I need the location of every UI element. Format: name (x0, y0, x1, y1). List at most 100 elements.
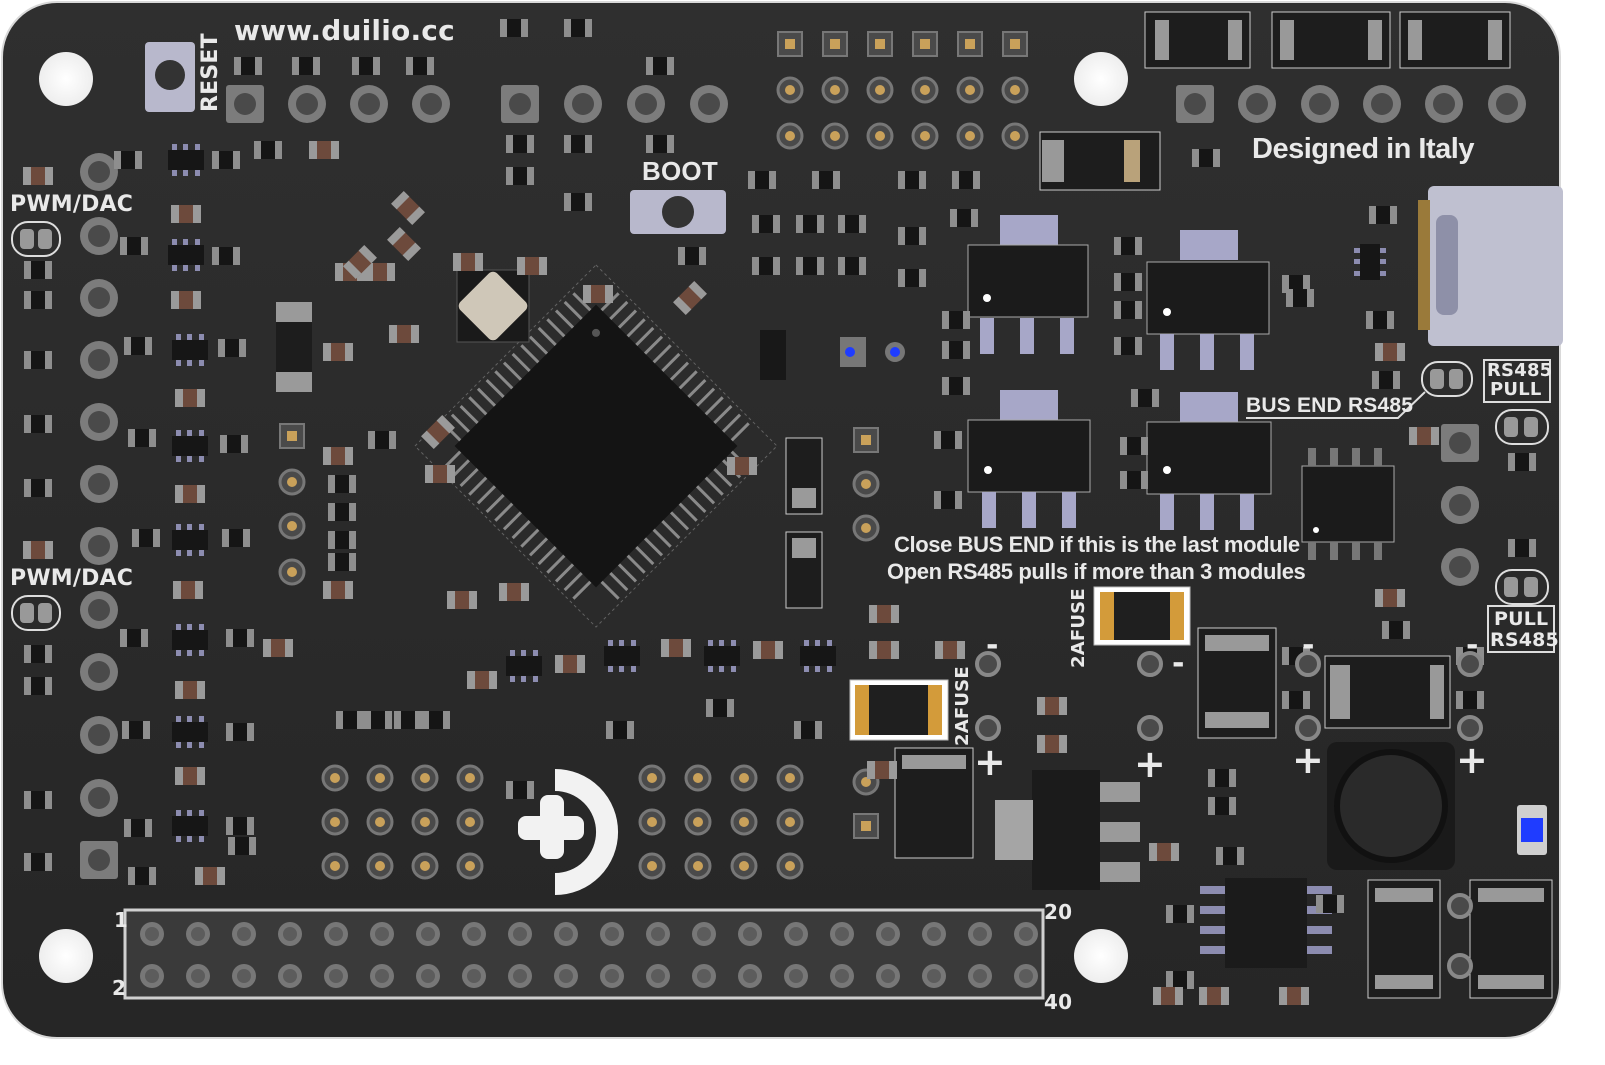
header-pin (968, 922, 992, 946)
small-ic (172, 810, 208, 842)
smd-resistor (23, 541, 53, 559)
smd-resistor (753, 641, 783, 659)
note-line1: Close BUS END if this is the last module (894, 532, 1300, 557)
pin-pad (278, 558, 306, 586)
mcu-pin (600, 580, 620, 600)
smd-resistor (175, 767, 205, 785)
usb-c-connector[interactable] (1418, 186, 1563, 346)
diode (1039, 131, 1161, 191)
terminal-pad (1488, 85, 1526, 123)
pin-pad (852, 514, 880, 542)
smd-resistor (1149, 843, 1179, 861)
jumper-rs485-pull-bottom[interactable] (1495, 569, 1549, 605)
smd-capacitor (506, 135, 534, 153)
mcu-pin (696, 485, 716, 505)
smd-resistor (263, 639, 293, 657)
boot-button[interactable] (630, 190, 726, 234)
pin-pad (776, 808, 804, 836)
mcu-pin (661, 352, 681, 373)
jumper-pwm-dac-bottom[interactable] (11, 595, 61, 631)
pull-rs485-box (1487, 605, 1555, 653)
smd-resistor (661, 639, 691, 657)
mcu-pin (502, 361, 523, 381)
smd-capacitor (220, 435, 248, 453)
header-pin (968, 964, 992, 988)
pin-pad (321, 764, 349, 792)
small-ic (172, 430, 208, 462)
voltage-regulator (967, 390, 1091, 528)
smd-resistor (1375, 589, 1405, 607)
pin-pad (866, 76, 894, 104)
pin-pad (411, 764, 439, 792)
mcu-pin (572, 580, 592, 600)
terminal-pad (1441, 548, 1479, 586)
header-pin (830, 964, 854, 988)
smd-capacitor (564, 19, 592, 37)
pin-pad (366, 808, 394, 836)
mcu-pin (494, 370, 514, 390)
mcu-pin (635, 546, 655, 566)
smd-capacitor (950, 209, 978, 227)
gpio-header[interactable] (123, 908, 1045, 1000)
pin-pad (730, 764, 758, 792)
header-pin (600, 964, 624, 988)
reset-button[interactable] (145, 42, 195, 112)
smd-capacitor (942, 341, 970, 359)
smd-capacitor (24, 415, 52, 433)
smd-capacitor (226, 817, 254, 835)
smd-capacitor (1216, 847, 1244, 865)
smd-capacitor (122, 721, 150, 739)
header-pin (508, 922, 532, 946)
pin-pad (684, 852, 712, 880)
header-pin (416, 922, 440, 946)
plus-label: + (1456, 738, 1489, 782)
terminal-pad (1441, 486, 1479, 524)
jumper-bus-end[interactable] (1421, 361, 1473, 397)
pin-pad (911, 76, 939, 104)
smd-resistor (323, 447, 353, 465)
header-pin (232, 922, 256, 946)
jumper-rs485-pull-top[interactable] (1495, 409, 1549, 445)
header-pin (416, 964, 440, 988)
diode (1197, 627, 1277, 739)
smd-capacitor (328, 553, 356, 571)
jumper-pwm-dac-top[interactable] (11, 221, 61, 257)
smd-capacitor (678, 247, 706, 265)
mcu-pin (537, 326, 557, 346)
pin-pad (866, 122, 894, 150)
terminal-pad (501, 85, 539, 123)
header-pin (462, 964, 486, 988)
header-pin (830, 922, 854, 946)
smd-capacitor (898, 269, 926, 287)
power-test-pad (1137, 651, 1163, 677)
smd-capacitor (226, 723, 254, 741)
smd-capacitor (128, 429, 156, 447)
header-pin-2-label: 2 (112, 976, 127, 1000)
smd-capacitor (752, 215, 780, 233)
rs485-pull-box (1483, 359, 1551, 403)
header-pin-40-label: 40 (1044, 990, 1073, 1014)
terminal-pad (80, 653, 118, 691)
smd-capacitor (368, 431, 396, 449)
terminal-pad (1238, 85, 1276, 123)
smd-resistor (1409, 427, 1439, 445)
mcu-pin (554, 309, 575, 329)
smd-capacitor (646, 135, 674, 153)
pin-pad (911, 122, 939, 150)
mcu-pin (528, 335, 549, 355)
smd-capacitor (706, 699, 734, 717)
power-test-pad (1447, 893, 1473, 919)
smd-capacitor (942, 377, 970, 395)
mcu-pin (609, 572, 629, 592)
header-pin (692, 922, 716, 946)
pin-pad (853, 813, 879, 839)
mcu-pin (468, 396, 488, 416)
smd-capacitor (1316, 895, 1344, 913)
smd-capacitor (24, 791, 52, 809)
smd-capacitor (1166, 971, 1194, 989)
smd-resistor (175, 485, 205, 503)
mcu-pin (626, 318, 646, 338)
header-pin (922, 922, 946, 946)
mcu-pin (546, 554, 566, 574)
header-pin (1014, 922, 1038, 946)
